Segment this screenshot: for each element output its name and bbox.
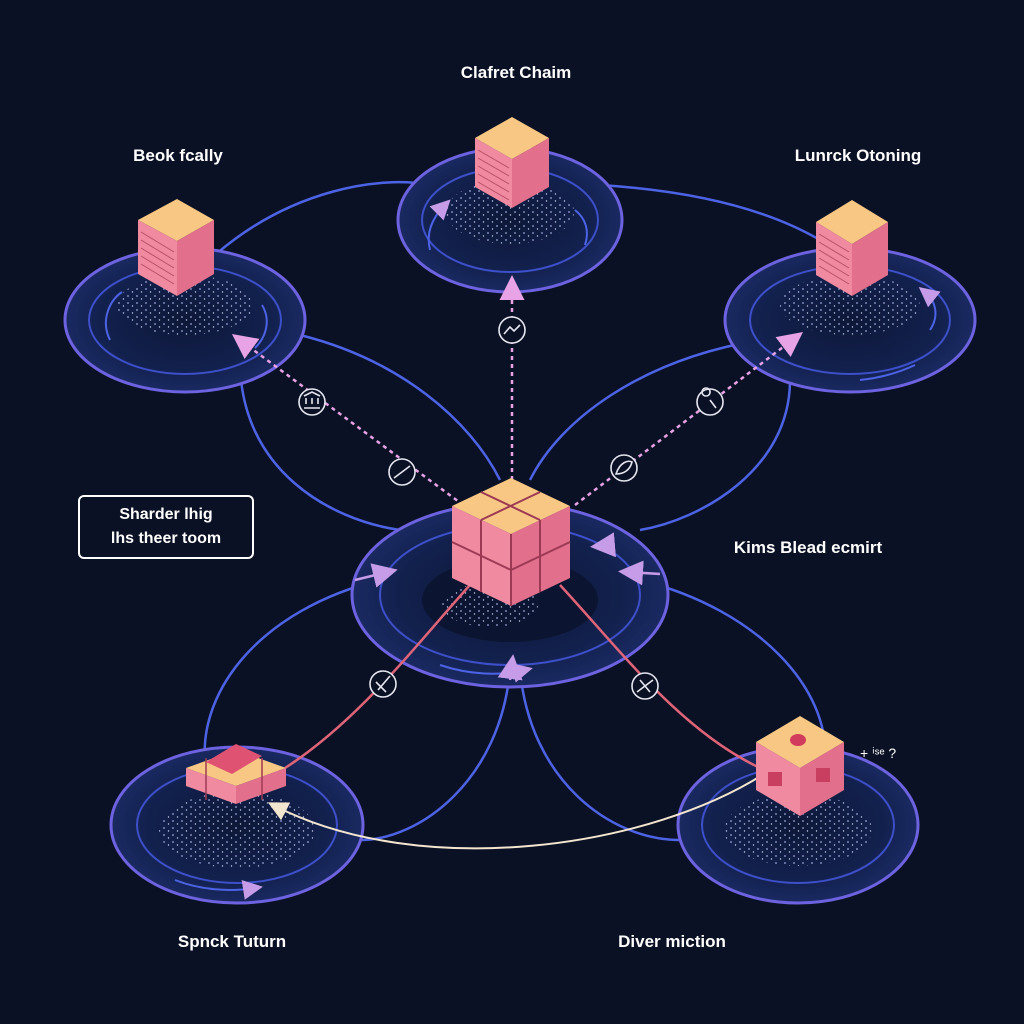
label-center-right: Kims Blead ecmirt xyxy=(733,538,883,557)
compass-icon xyxy=(369,670,397,698)
chart-icon xyxy=(498,316,526,344)
arc-center-bottomright-inner xyxy=(518,669,681,842)
label-top-left: Beok fcally xyxy=(133,146,223,165)
arc-center-bottomleft-outer xyxy=(203,578,381,761)
cube-top-right xyxy=(816,200,888,296)
ring-bottom-right xyxy=(676,745,920,905)
arc-topright-center-inner xyxy=(528,338,761,481)
arc-topleft-center-inner xyxy=(299,333,502,481)
label-bottom-right: Diver miction xyxy=(618,932,726,951)
cube-center xyxy=(451,478,571,606)
cube-bottom-right xyxy=(756,716,844,816)
label-bottom-left: Spnck Tuturn xyxy=(177,932,287,951)
arc-top-topright xyxy=(599,183,821,242)
callout-line-1: Sharder lhig xyxy=(119,506,213,523)
center-arrows xyxy=(354,532,661,681)
bank-icon xyxy=(298,388,326,416)
key-icon xyxy=(696,387,724,416)
callout-line-2: lhs theer toom xyxy=(110,530,222,547)
leaf-icon xyxy=(610,454,638,482)
link-icons xyxy=(298,316,724,700)
note-text: + ⁱˢᵉ ? xyxy=(860,745,897,761)
link-center-topright xyxy=(574,331,803,506)
arc-topleft-top xyxy=(214,180,431,256)
arc-center-bottomleft-inner xyxy=(359,669,512,842)
link-bottomright-bottomleft xyxy=(267,769,771,850)
label-top: Clafret Chaim xyxy=(460,63,572,82)
cube-top-left xyxy=(138,199,214,296)
label-top-right: Lunrck Otoning xyxy=(794,146,922,165)
link-center-topleft xyxy=(231,334,471,512)
cube-top xyxy=(475,117,549,208)
cube-bottom-left xyxy=(186,744,286,804)
arc-topright-center-outer xyxy=(639,379,792,532)
tool-icon xyxy=(631,672,659,700)
arc-topleft-center-outer xyxy=(238,359,401,532)
callout-box: Sharder lhig lhs theer toom xyxy=(78,495,254,559)
no-sign-icon xyxy=(388,458,416,486)
